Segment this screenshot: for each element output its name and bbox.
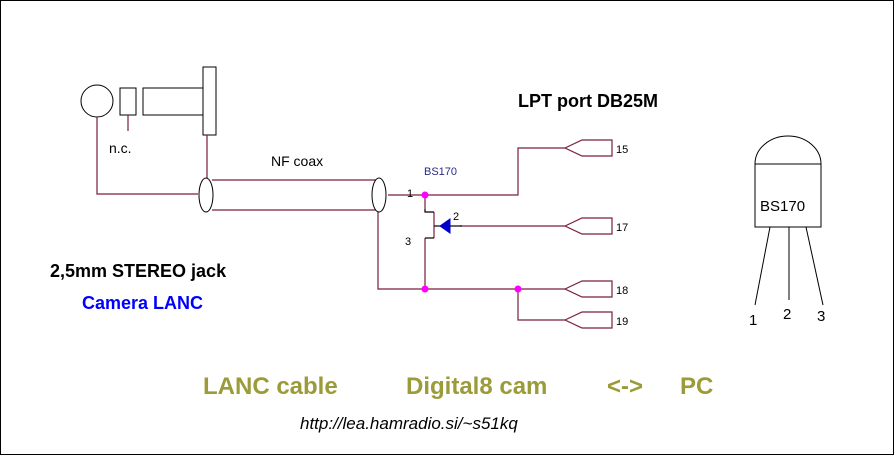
wire-pin15 — [388, 147, 565, 196]
stereo-jack-symbol — [80, 66, 217, 136]
bs170-package — [754, 135, 824, 306]
jack-ring — [119, 87, 137, 116]
lpt-pin-18-label: 18 — [616, 285, 629, 297]
fet-pin-3-label: 3 — [405, 236, 412, 248]
jack-sleeve-body — [142, 87, 204, 116]
bs170-package-label: BS170 — [760, 198, 806, 215]
nc-label: n.c. — [109, 140, 132, 156]
footer-url: http://lea.hamradio.si/~s51kq — [300, 414, 518, 433]
junction-source — [421, 285, 429, 293]
camera-label: Camera LANC — [82, 293, 204, 313]
footer-arrow: <-> — [607, 373, 644, 400]
wiring — [96, 115, 565, 321]
footer-digital8-cam: Digital8 cam — [406, 373, 548, 400]
fet-arrow — [439, 218, 451, 234]
connector-pin-15 — [563, 139, 613, 157]
package-pin-3-label: 3 — [817, 308, 826, 325]
jack-tip — [80, 84, 114, 118]
coax-left-end — [198, 177, 214, 213]
footer-lanc-cable: LANC cable — [203, 373, 338, 400]
footer-pc: PC — [680, 373, 714, 400]
package-pin-1-label: 1 — [749, 312, 758, 329]
connector-pin-18 — [563, 280, 613, 298]
fet-pin-1-label: 1 — [407, 188, 414, 200]
bs170-body — [754, 163, 822, 228]
lpt-pin-19-label: 19 — [616, 316, 629, 328]
junction-drain — [421, 191, 429, 199]
jack-label: 2,5mm STEREO jack — [50, 261, 227, 281]
fet-pin-2-label: 2 — [453, 211, 460, 223]
lpt-pin-15-label: 15 — [616, 144, 629, 156]
fet-part-label: BS170 — [424, 166, 458, 178]
lpt-pin-17-label: 17 — [616, 222, 629, 234]
coax-right-end — [371, 177, 387, 213]
connector-pin-19 — [563, 311, 613, 329]
junction-18-19 — [514, 285, 522, 293]
bs170-lead-3 — [805, 226, 824, 306]
db25-connectors — [563, 139, 613, 329]
wire-tip — [96, 117, 198, 195]
fet-drain-lead — [424, 209, 434, 213]
bs170-cap — [754, 135, 822, 165]
connector-pin-17 — [563, 217, 613, 235]
wire-pin18 — [377, 210, 565, 290]
package-pin-2-label: 2 — [783, 306, 792, 323]
coax-label: NF coax — [271, 153, 324, 169]
bs170-lead-1 — [754, 226, 771, 306]
junctions — [421, 191, 522, 293]
jack-flange — [202, 66, 217, 136]
lpt-port-title: LPT port DB25M — [518, 91, 659, 111]
wire-pin19 — [517, 289, 565, 321]
